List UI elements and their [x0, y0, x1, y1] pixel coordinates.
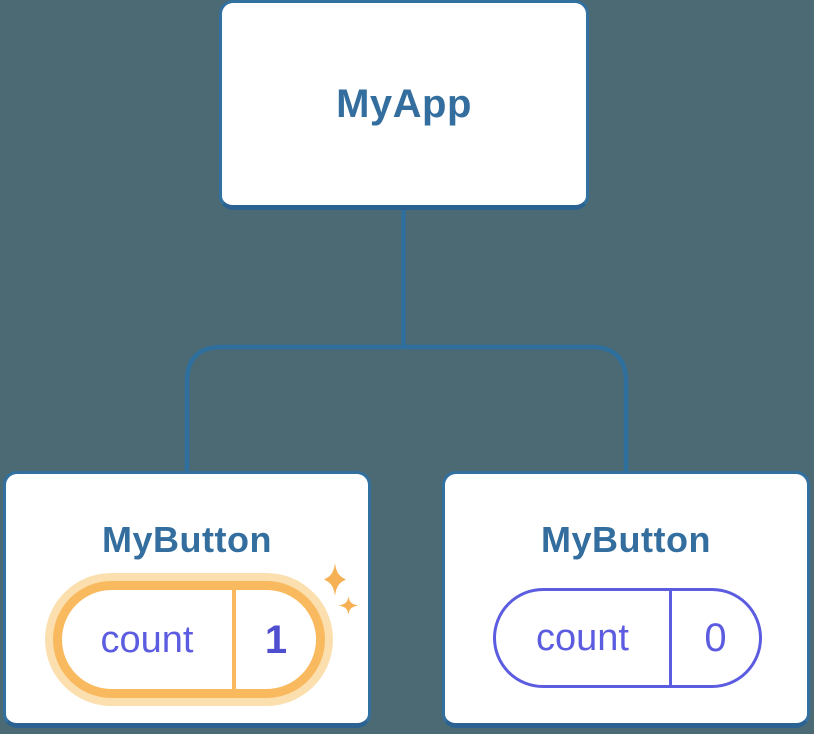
component-card-myapp: MyApp	[219, 0, 589, 210]
component-title-mybutton-left: MyButton	[102, 519, 272, 560]
state-value-left: 1	[264, 617, 288, 662]
component-card-mybutton-right: MyButton count 0	[442, 471, 810, 728]
component-title-mybutton-right: MyButton	[541, 519, 711, 560]
state-label-left: count	[100, 618, 194, 661]
state-value-right: 0	[704, 616, 727, 660]
component-title-myapp: MyApp	[336, 82, 472, 126]
sparkle-small	[338, 596, 359, 615]
state-pill-divider-left	[232, 590, 236, 689]
state-pill-divider-right	[669, 591, 672, 685]
state-label-right: count	[536, 617, 629, 659]
sparkle-icon	[324, 563, 359, 615]
state-pill-left: count 1	[53, 581, 325, 698]
state-pill-right: count 0	[493, 588, 762, 688]
connector-children-bracket	[184, 344, 629, 475]
component-card-mybutton-left: MyButton count 1	[3, 471, 371, 728]
state-pill-highlight-glow: count 1	[45, 573, 333, 706]
sparkle-big	[324, 563, 346, 596]
